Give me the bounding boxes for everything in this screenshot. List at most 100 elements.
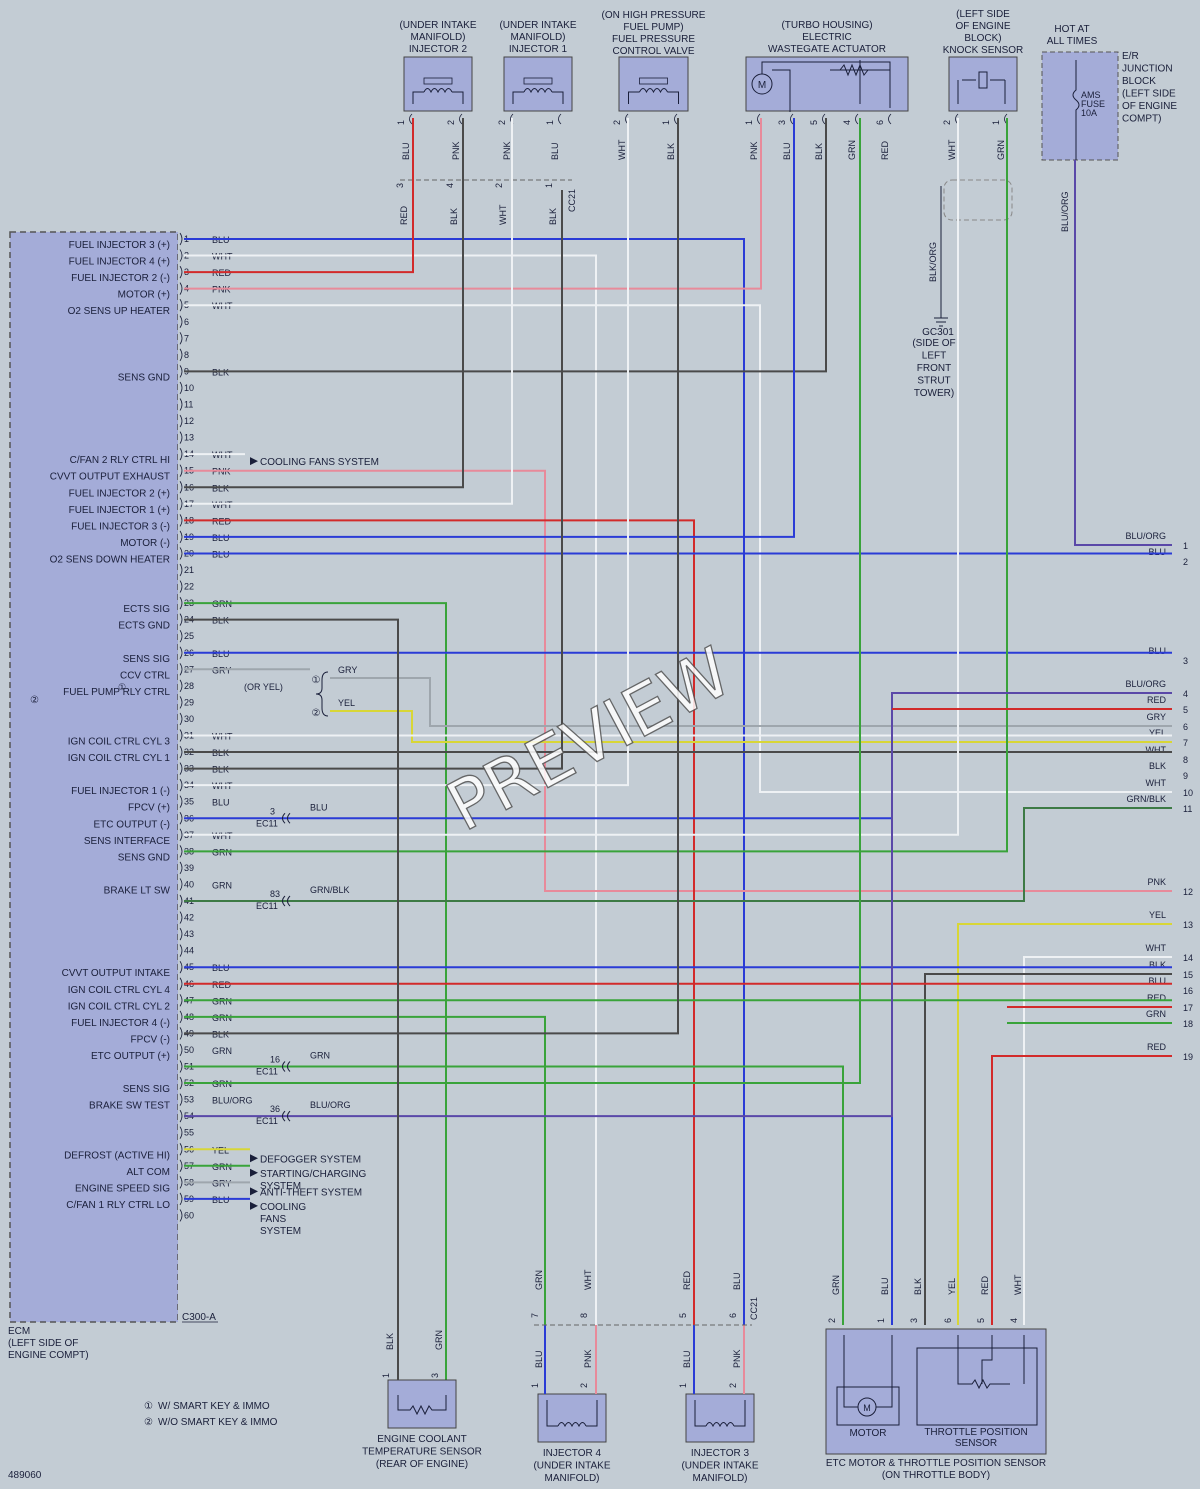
top-pin-number: 6 [875,120,885,125]
ground-desc: STRUT [917,376,950,387]
ecm-pin-label: SENS INTERFACE [84,836,170,847]
ec11-wire-color: GRN [310,1051,330,1061]
ec11-connector-icon [282,1110,291,1122]
system-ref-starting: SYSTEM [260,1181,301,1192]
component-title-inj1: MANIFOLD) [511,32,566,43]
ecm-box [9,231,179,1323]
ecm-pin-number: 7 [184,333,189,343]
ccv-mark-1: ① [312,675,321,686]
bottom-wire-color: RED [980,1275,990,1295]
bottom-wire-color: WHT [1013,1274,1023,1295]
bottom-cc21-name: CC21 [749,1297,759,1320]
etc-title: ETC MOTOR & THROTTLE POSITION SENSOR [826,1458,1046,1469]
wire-inj3-minus [184,519,695,1325]
ecm-pin-number: 30 [184,714,194,724]
pin-bracket [179,348,183,362]
junction-fuse-text: AMS [1081,90,1101,100]
ecm-pin-number: 6 [184,317,189,327]
wga-motor-letter: M [758,80,766,91]
right-end-color: BLU [1148,547,1166,557]
wire-ects-sig [184,602,447,1380]
legend-text: W/O SMART KEY & IMMO [158,1417,278,1428]
wire-inj3-plus [184,238,745,1325]
bottom-pin-number: 7 [530,1313,540,1318]
component-title-inj4: MANIFOLD) [545,1473,600,1484]
top-pin-number: 4 [842,120,852,125]
pin-bracket [179,861,183,875]
inj3-coil-leads [694,1400,746,1427]
ecm-pin-label: FUEL INJECTOR 4 (+) [69,257,170,268]
inj4-connector-box [537,1393,607,1443]
legend-mark: ① [144,1401,153,1412]
ecm-variant-marker: ② [30,695,39,706]
right-end-number: 18 [1183,1019,1193,1029]
right-end-color: GRY [1147,712,1166,722]
pin-bracket [179,1010,183,1024]
tps-potentiometer-icon [957,1335,1025,1390]
ec11-name: EC11 [256,1116,278,1126]
top-wire-color: WHT [617,139,627,160]
wire-tps-red [991,1055,1172,1325]
top-pin-number: 1 [545,120,555,125]
etc-motor-letter: M [863,1403,871,1413]
ground-name: GC301 [922,327,954,338]
right-end-color: BLK [1149,960,1166,970]
ecm-pin-number: 50 [184,1045,194,1055]
top-pin-number: 1 [744,120,754,125]
wire-motor-plus [184,118,762,290]
wga-connector-box [745,56,909,112]
right-end-number: 2 [1183,557,1188,567]
right-end-color: RED [1147,993,1167,1003]
pin-bracket [179,960,183,974]
right-end-number: 16 [1183,986,1193,996]
pin-bracket [179,613,183,626]
top-pin-number: 2 [497,120,507,125]
pin-bracket [179,1027,183,1040]
bottom-wire-color: WHT [583,1269,593,1290]
ecm-pin-wire-color: BLU [212,798,230,808]
ecm-pin-number: 42 [184,913,194,923]
pin-bracket [179,911,183,924]
pin-bracket [179,1109,183,1123]
bottom-pin-number: 1 [876,1318,886,1323]
inj1-coil-leads [512,91,564,104]
right-end-color: RED [1147,695,1167,705]
component-title-knock: (LEFT SIDE [956,9,1010,20]
component-title-knock: KNOCK SENSOR [943,45,1024,56]
bottom-wire-color: BLK [913,1278,923,1295]
etc-motor-leads [843,1335,893,1408]
junction-title-text: (LEFT SIDE [1122,89,1176,100]
ecm-pin-number: 43 [184,929,194,939]
top-pin-number: 5 [809,120,819,125]
component-title-wga: ELECTRIC [802,32,851,43]
right-end-number: 3 [1183,656,1188,666]
ec11-wire-color: BLU/ORG [310,1100,351,1110]
ecm-pin-wire-color: GRN [212,880,232,890]
right-end-color: WHT [1146,745,1167,755]
preview-watermark: PREVIEW [435,633,744,847]
ec11-name: EC11 [256,1067,278,1077]
top-wire-color: BLU [401,142,411,160]
pin-bracket [179,332,183,345]
component-title-knock: BLOCK) [964,33,1001,44]
pin-bracket [179,745,183,759]
ecm-pin-label: MOTOR (-) [120,538,170,549]
ecm-pin-label: CVVT OUTPUT EXHAUST [50,472,170,483]
cc21-name: CC21 [567,189,577,212]
ecm-pin-number: 29 [184,697,194,707]
pin-arc [558,113,562,125]
pin-bracket [179,431,183,444]
ecm-pin-number: 21 [184,565,194,575]
pin-bracket [179,1209,183,1222]
fpcv-coil-leads [628,91,679,104]
fpcv-coil-icon [639,88,668,94]
ecm-pin-label: ECTS SIG [123,604,170,615]
ecm-pin-number: 28 [184,681,194,691]
ecm-pin-number: 35 [184,797,194,807]
ecm-pin-label: FUEL INJECTOR 3 (-) [71,521,170,532]
top-pin-number: 1 [661,120,671,125]
pin-bracket [179,646,183,659]
pin-bracket [179,514,183,527]
wire-sens-gnd-2 [184,118,1008,853]
